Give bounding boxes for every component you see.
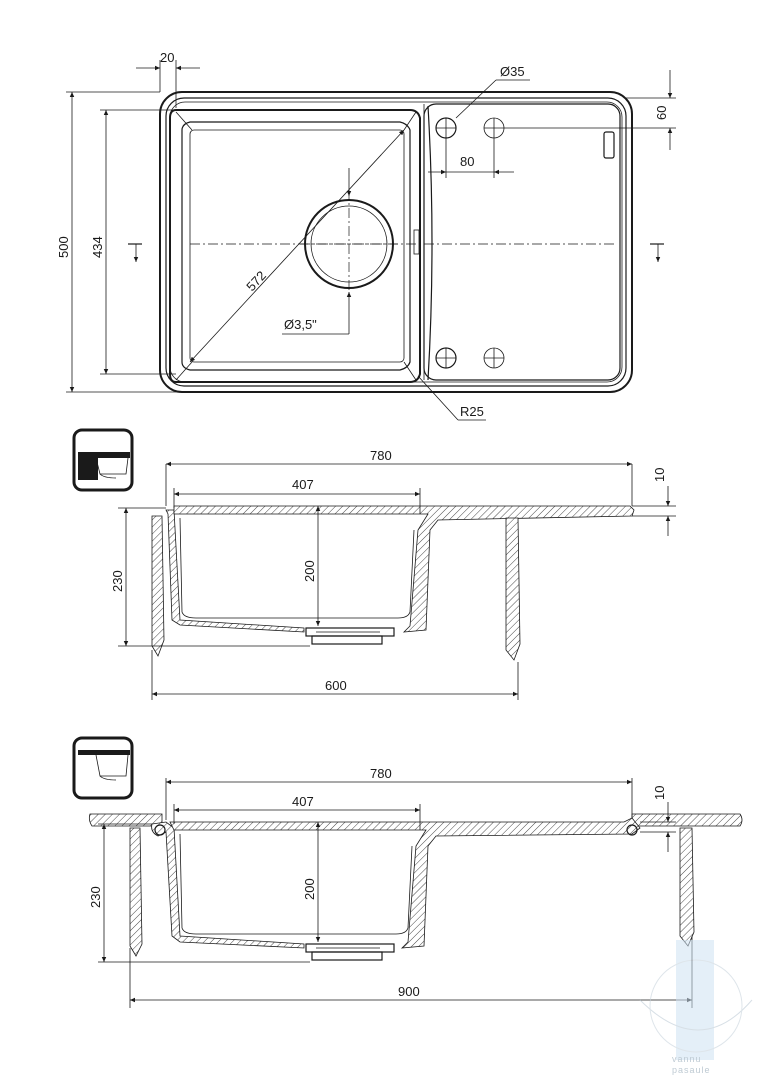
dim-diagonal: 572 — [243, 268, 269, 294]
dim-bowl-width: 407 — [292, 477, 314, 492]
cabinet-wall — [151, 515, 165, 657]
dim-hole-offset: 60 — [654, 106, 669, 120]
countertop — [88, 813, 163, 827]
sink-section-profile — [165, 509, 305, 633]
dim-bowl-width-inset: 407 — [292, 794, 314, 809]
svg-text:vannu: vannu — [672, 1054, 702, 1064]
bowl-outline — [169, 109, 421, 383]
dim-edge-inset: 10 — [652, 786, 667, 800]
sink-outline — [159, 91, 633, 393]
dim-length: 780 — [370, 448, 392, 463]
dim-cabinet-width-inset: 900 — [398, 984, 420, 999]
overflow-slot — [603, 131, 615, 159]
dim-depth: 230 — [110, 570, 125, 592]
dim-hole-spacing: 80 — [460, 154, 474, 169]
dim-drain-diameter: Ø3,5" — [284, 317, 317, 332]
dim-radius: R25 — [460, 404, 484, 419]
dim-cabinet-width: 600 — [325, 678, 347, 693]
drainboard-outline — [423, 103, 621, 381]
installation-icon — [72, 428, 134, 492]
dim-length-inset: 780 — [370, 766, 392, 781]
dim-edge: 10 — [652, 468, 667, 482]
top-view: 20 Ø35 60 80 500 434 572 — [56, 50, 676, 421]
svg-text:pasaule: pasaule — [672, 1065, 711, 1075]
watermark-logo: vannu pasaule — [639, 940, 753, 1075]
dim-bowl-inner-depth-inset: 200 — [302, 878, 317, 900]
dim-total-depth: 500 — [56, 236, 71, 258]
sink-inset-profile — [151, 821, 305, 949]
section-inset: 780 407 10 230 200 900 — [72, 736, 743, 1008]
dim-depth-inset: 230 — [88, 886, 103, 908]
dim-hole-diameter: Ø35 — [500, 64, 525, 79]
dim-flange: 20 — [160, 50, 174, 65]
section-undermount: 780 407 10 230 200 600 — [72, 428, 676, 700]
dim-bowl-inner-depth: 200 — [302, 560, 317, 582]
installation-icon-inset — [72, 736, 134, 800]
dim-bowl-depth: 434 — [90, 236, 105, 258]
